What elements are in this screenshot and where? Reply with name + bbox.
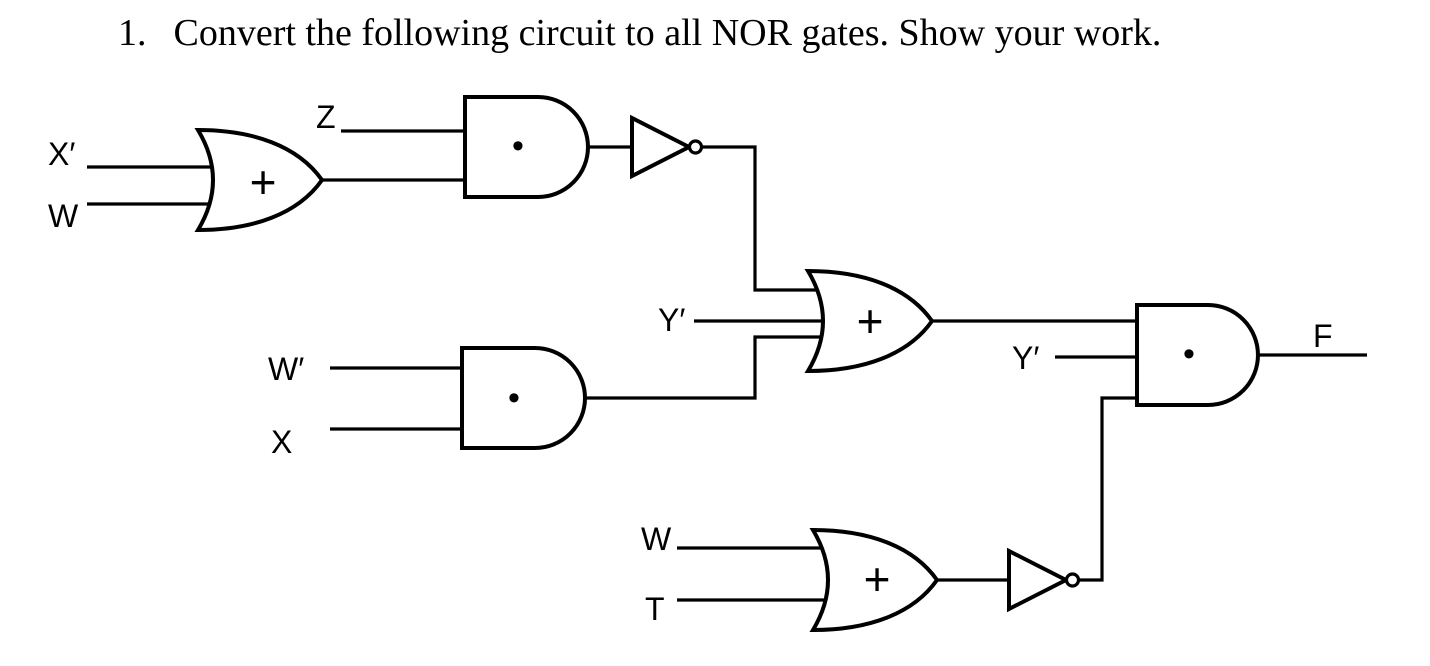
label-w: W (48, 198, 79, 234)
wire-not2-to-and3 (1078, 396, 1140, 582)
and1-gate (463, 95, 590, 199)
not2-bubble (1064, 572, 1081, 588)
label-y-prime-or2: Y′ (658, 302, 685, 338)
and3-dot-symbol: • (1183, 335, 1195, 373)
or3-gate (809, 527, 940, 633)
and3-gate (1135, 303, 1260, 407)
label-x: X (271, 424, 292, 460)
or1-plus-symbol: + (250, 156, 277, 208)
label-w-prime: W′ (268, 351, 304, 387)
or3-plus-symbol: + (864, 553, 891, 605)
label-t: T (645, 591, 665, 627)
not1-gate (630, 114, 694, 180)
or2-plus-symbol: + (857, 295, 884, 347)
label-x-prime: X′ (48, 136, 75, 172)
or1-gate (194, 127, 325, 233)
gates (194, 95, 1260, 633)
gate-symbols: + • • + + • (250, 127, 1195, 605)
signal-labels: X′ W Z W′ X Y′ Y′ W T F (48, 99, 1333, 627)
problem-text: Convert the following circuit to all NOR… (173, 12, 1162, 54)
and2-dot-symbol: • (508, 379, 520, 417)
wire-not1-to-or2 (701, 145, 826, 292)
and2-gate (460, 346, 587, 450)
label-w2: W (641, 521, 672, 557)
label-f: F (1313, 318, 1333, 354)
or2-gate (804, 268, 935, 374)
wires (87, 129, 1367, 602)
not2-gate (1007, 547, 1071, 613)
label-y-prime-and3: Y′ (1012, 340, 1039, 376)
and1-dot-symbol: • (512, 127, 524, 165)
problem-title: 1. Convert the following circuit to all … (118, 11, 1161, 55)
wire-and2-to-or2 (585, 335, 826, 400)
problem-number: 1. (118, 12, 147, 54)
not1-bubble (687, 139, 704, 155)
label-z: Z (316, 99, 336, 135)
